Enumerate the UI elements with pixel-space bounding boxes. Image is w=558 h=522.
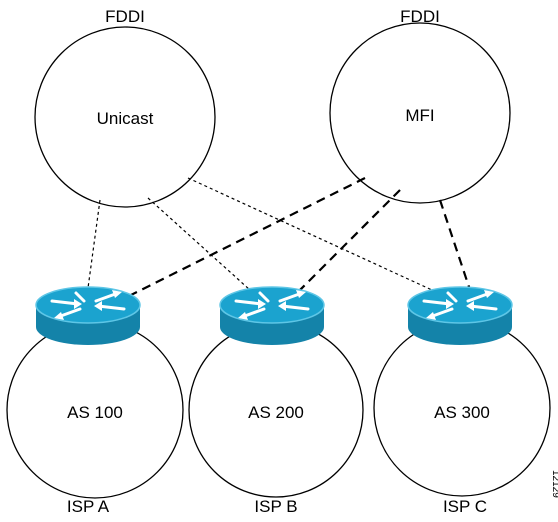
multicast-link-as200 — [297, 189, 401, 293]
router-as200-icon — [218, 285, 326, 347]
unicast-link-as300 — [187, 177, 433, 291]
mfi-cloud — [329, 22, 511, 204]
mfi-name: MFI — [405, 106, 434, 125]
isp-b-label: ISP B — [254, 497, 297, 516]
unicast-name: Unicast — [97, 109, 154, 128]
multicast-links — [124, 177, 472, 299]
isp-a-label: ISP A — [67, 497, 110, 516]
mfi-medium-label: FDDI — [400, 7, 440, 26]
multicast-link-as300 — [438, 199, 472, 291]
multicast-link-as100 — [124, 177, 366, 299]
as200-name: AS 200 — [248, 403, 304, 422]
unicast-medium-label: FDDI — [105, 7, 145, 26]
isp-c-label: ISP C — [443, 497, 487, 516]
unicast-link-as100 — [87, 199, 101, 289]
unicast-cloud — [34, 26, 216, 208]
figure-id: 12129 — [550, 470, 558, 498]
router-as300-icon — [406, 285, 514, 347]
as100-name: AS 100 — [67, 403, 123, 422]
as300-name: AS 300 — [434, 403, 490, 422]
router-as100-icon — [34, 285, 142, 347]
unicast-link-as200 — [147, 197, 251, 291]
unicast-links — [87, 177, 433, 291]
